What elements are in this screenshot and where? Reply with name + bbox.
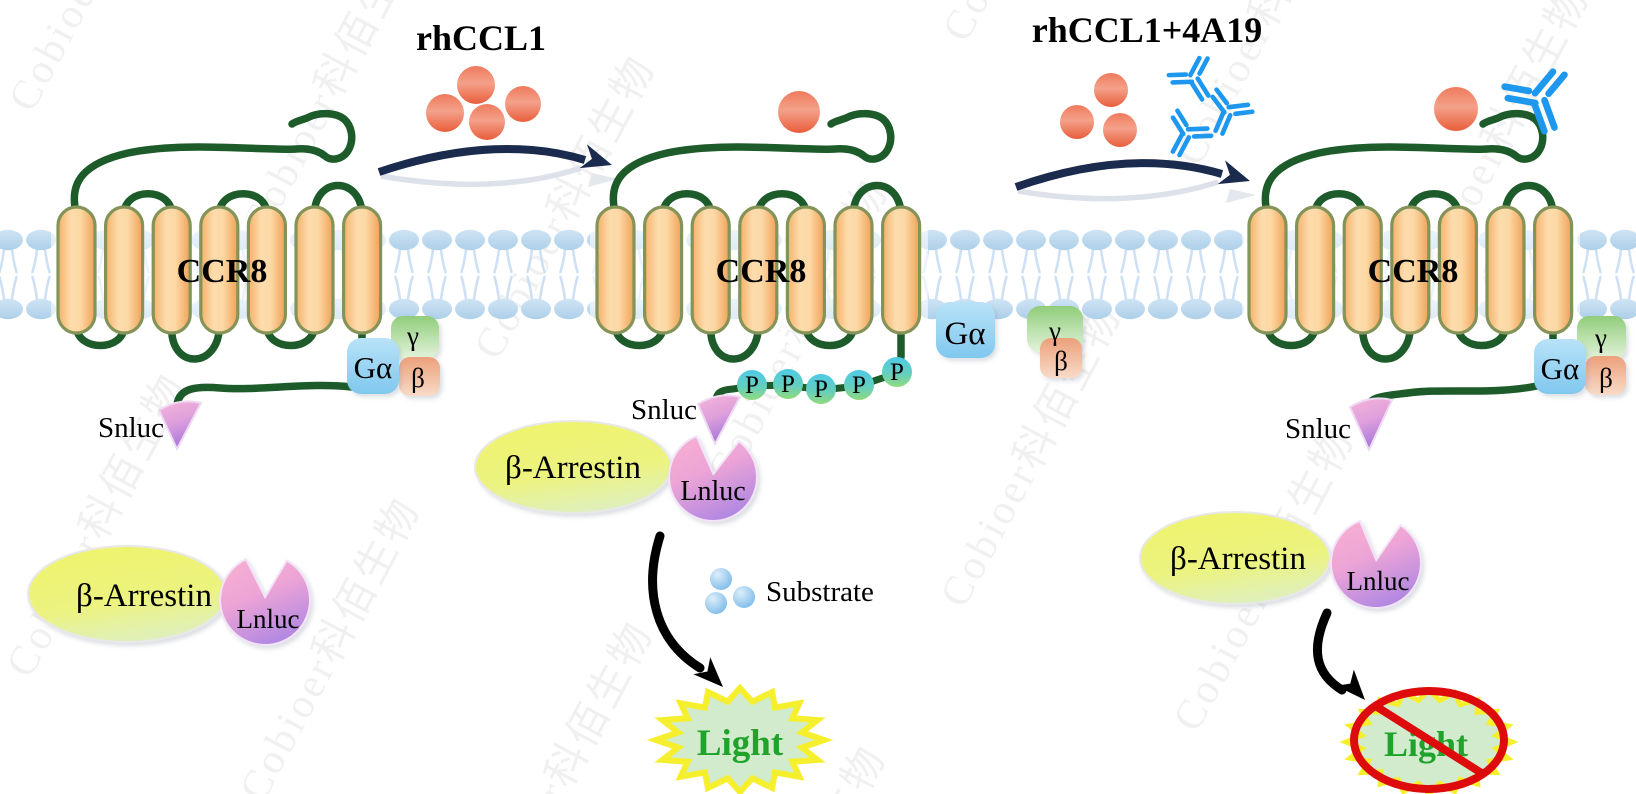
svg-text:γ: γ [1594,323,1607,353]
svg-text:β-Arrestin: β-Arrestin [505,450,641,486]
svg-text:γ: γ [1048,316,1061,346]
svg-text:Snluc: Snluc [1285,413,1351,445]
svg-text:Lnluc: Lnluc [237,604,300,634]
svg-text:Substrate: Substrate [766,576,874,608]
svg-text:β: β [1054,346,1068,376]
svg-text:Gα: Gα [1541,351,1580,386]
svg-text:β-Arrestin: β-Arrestin [76,578,212,614]
svg-text:CCR8: CCR8 [177,253,268,290]
svg-text:P: P [745,372,759,399]
svg-text:P: P [852,372,866,399]
svg-text:β: β [1599,363,1613,393]
svg-text:β-Arrestin: β-Arrestin [1170,541,1306,577]
svg-text:Gα: Gα [354,350,393,385]
svg-text:P: P [781,371,795,398]
svg-text:CCR8: CCR8 [1368,253,1459,290]
svg-text:Gα: Gα [944,316,985,352]
svg-text:rhCCL1+4A19: rhCCL1+4A19 [1032,10,1263,50]
svg-text:P: P [814,376,828,403]
svg-text:Snluc: Snluc [631,394,697,426]
svg-text:Light: Light [697,723,784,764]
svg-text:γ: γ [406,321,419,351]
svg-text:Lnluc: Lnluc [1347,566,1410,596]
svg-text:Lnluc: Lnluc [680,476,745,507]
svg-text:CCR8: CCR8 [716,253,807,290]
svg-text:rhCCL1: rhCCL1 [416,18,546,58]
svg-text:P: P [890,359,904,386]
svg-text:β: β [411,363,425,393]
svg-text:Snluc: Snluc [98,412,164,444]
